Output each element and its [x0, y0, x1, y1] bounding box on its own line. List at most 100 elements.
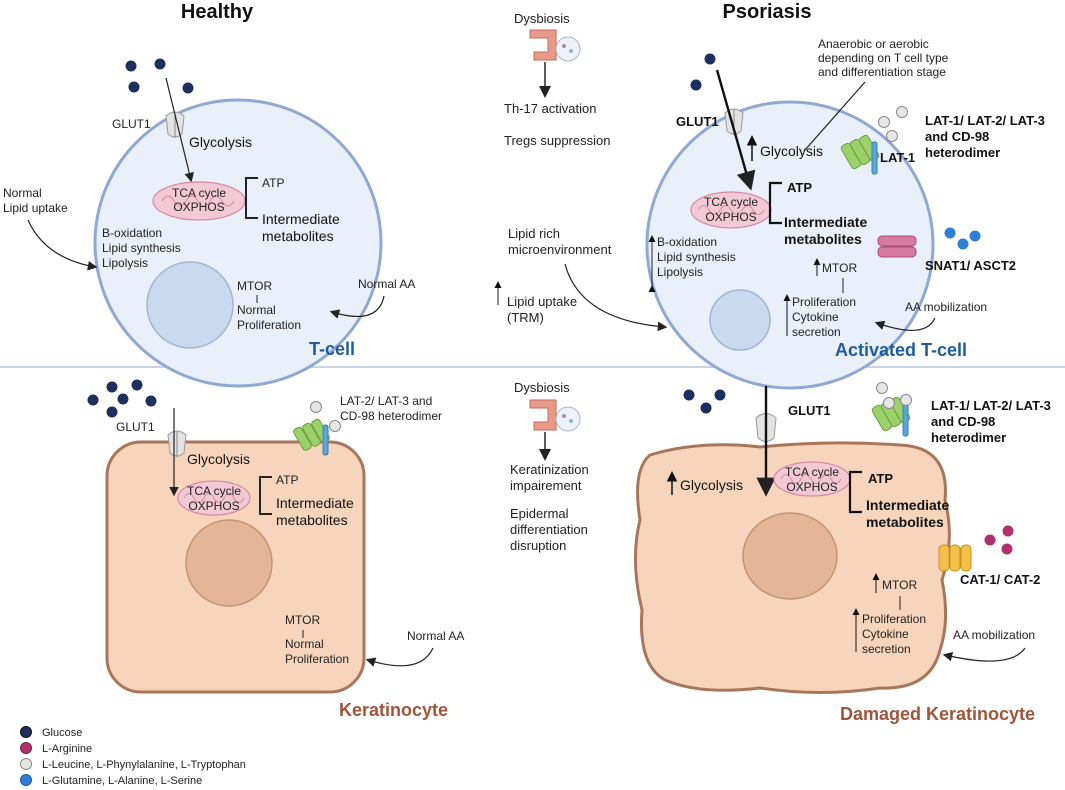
impairement-label: impairement — [510, 478, 582, 493]
legend-label: L-Leucine, L-Phynylalanine, L-Tryptophan — [42, 759, 246, 771]
legend-item: L-Glutamine, L-Alanine, L-Serine — [20, 774, 202, 787]
cytokine-label: Cytokine — [862, 627, 909, 641]
aa-arrow — [329, 295, 385, 319]
legend-label: Glucose — [42, 727, 82, 739]
tregs-label: Tregs suppression — [504, 133, 610, 148]
proliferation-label: Proliferation — [285, 652, 349, 666]
cat-transporter-icon — [938, 544, 972, 572]
metabolites-label: metabolites — [784, 231, 862, 247]
aa-arrow — [874, 317, 936, 332]
epidermal-label: Epidermal — [510, 506, 569, 521]
glycolysis-label: Glycolysis — [680, 477, 743, 493]
lat-label-line-2: and CD-98 — [925, 129, 989, 144]
lat-label-line-1: LAT-2/ LAT-3 and — [340, 394, 432, 408]
metabolites-label: metabolites — [276, 512, 348, 528]
lat-label-line-1: LAT-1/ LAT-2/ LAT-3 — [931, 398, 1051, 413]
mtor-label: MTOR — [882, 578, 917, 592]
tca-label: TCA cycle — [785, 465, 839, 479]
normal-lipid-label: Normal — [3, 186, 42, 200]
aa-arrow — [365, 647, 434, 667]
glucose-molecules — [683, 389, 726, 414]
mitochondria-icon — [177, 480, 251, 516]
glutamine-molecules — [944, 227, 981, 250]
glut1-transporter-icon — [167, 430, 187, 457]
atp-label: ATP — [868, 471, 893, 486]
healthy-keratinocyte: GLUT1 Glycolysis LAT-2/ LAT-3 and CD-98 … — [87, 379, 464, 720]
lat1-label: LAT-1 — [880, 150, 915, 165]
glucose-molecules — [125, 58, 194, 94]
legend-swatch-leucine — [20, 758, 32, 770]
differentiation-label: differentiation — [510, 522, 588, 537]
lipolysis-label: Lipolysis — [102, 256, 148, 270]
keratinocyte-title: Keratinocyte — [339, 700, 448, 720]
glut1-label: GLUT1 — [116, 420, 155, 434]
mtor-label: MTOR — [822, 261, 857, 275]
intermediate-label: Intermediate — [784, 214, 867, 230]
healthy-tcell: GLUT1 Glycolysis TCA cycle OXPHOS ATP In… — [3, 58, 415, 388]
lipid-synthesis-label: Lipid synthesis — [657, 250, 736, 264]
glycolysis-label: Glycolysis — [189, 134, 252, 150]
lipid-rich-arrow — [564, 263, 668, 332]
legend-label: L-Arginine — [42, 743, 92, 755]
lipid-uptake-trm-label: Lipid uptake — [507, 294, 577, 309]
tcell-nucleus — [146, 261, 234, 349]
mtor-label: MTOR — [285, 613, 320, 627]
metabolites-label: metabolites — [262, 228, 334, 244]
heading-healthy: Healthy — [181, 1, 254, 23]
intestine-icon — [529, 399, 581, 432]
tca-label: TCA cycle — [187, 484, 241, 498]
intermediate-label: Intermediate — [866, 497, 949, 513]
activated-tcell-title: Activated T-cell — [835, 340, 967, 360]
aa-arrow — [942, 647, 1026, 662]
amino-acid-molecules — [878, 106, 908, 142]
normal-aa-label: Normal AA — [407, 629, 464, 643]
lat-transporter-icon — [293, 418, 330, 456]
secretion-label: secretion — [792, 325, 841, 339]
tcell-title: T-cell — [309, 339, 355, 359]
tca-label: TCA cycle — [172, 186, 226, 200]
atp-label: ATP — [262, 176, 284, 190]
legend-item: L-Arginine — [20, 742, 92, 755]
lat-label-line-3: heterodimer — [931, 430, 1006, 445]
cytokine-label: Cytokine — [792, 310, 839, 324]
oxphos-label: OXPHOS — [188, 499, 239, 513]
bracket — [768, 181, 782, 225]
amino-acid-molecules — [310, 401, 341, 432]
damaged-keratinocyte-title: Damaged Keratinocyte — [840, 704, 1035, 724]
tcell-nucleus — [709, 289, 771, 351]
glucose-molecules — [690, 53, 716, 91]
note-pointer — [804, 81, 866, 151]
glut1-label: GLUT1 — [112, 117, 151, 131]
proliferation-label: Proliferation — [792, 295, 856, 309]
lat-label-line-3: heterodimer — [925, 145, 1000, 160]
lipid-b-oxidation-label: B-oxidation — [102, 226, 162, 240]
atp-label: ATP — [787, 180, 812, 195]
lat-label-line-2: and CD-98 — [931, 414, 995, 429]
oxphos-label: OXPHOS — [786, 480, 837, 494]
th17-label: Th-17 activation — [504, 101, 597, 116]
legend: Glucose L-Arginine L-Leucine, L-Phynylal… — [20, 726, 246, 787]
mitochondria-icon — [773, 461, 851, 497]
lipid-uptake-label: Lipid uptake — [3, 201, 68, 215]
activated-tcell: GLUT1 Glycolysis Anaerobic or aerobic de… — [645, 37, 1045, 390]
lipid-rich-label: Lipid rich — [508, 226, 560, 241]
amino-acid-molecules — [876, 382, 912, 409]
glucose-molecules — [87, 379, 157, 418]
snat-label: SNAT1/ ASCT2 — [925, 258, 1016, 273]
aa-mobilization-label: AA mobilization — [953, 628, 1035, 642]
lat-label-line-1: LAT-1/ LAT-2/ LAT-3 — [925, 113, 1045, 128]
disruption-label: disruption — [510, 538, 566, 553]
glycolysis-label: Glycolysis — [187, 451, 250, 467]
legend-swatch-arginine — [20, 742, 32, 754]
proliferation-label: Proliferation — [237, 318, 301, 332]
oxphos-label: OXPHOS — [705, 210, 756, 224]
glut1-label: GLUT1 — [676, 114, 719, 129]
proliferation-normal-label: Normal — [237, 303, 276, 317]
tca-label: TCA cycle — [704, 195, 758, 209]
intermediate-label: Intermediate — [276, 495, 354, 511]
note-line-1: Anaerobic or aerobic — [818, 37, 929, 51]
mitochondria-icon — [152, 181, 246, 221]
trm-label: (TRM) — [507, 310, 544, 325]
normal-aa-label: Normal AA — [358, 277, 415, 291]
cat-label: CAT-1/ CAT-2 — [960, 572, 1040, 587]
